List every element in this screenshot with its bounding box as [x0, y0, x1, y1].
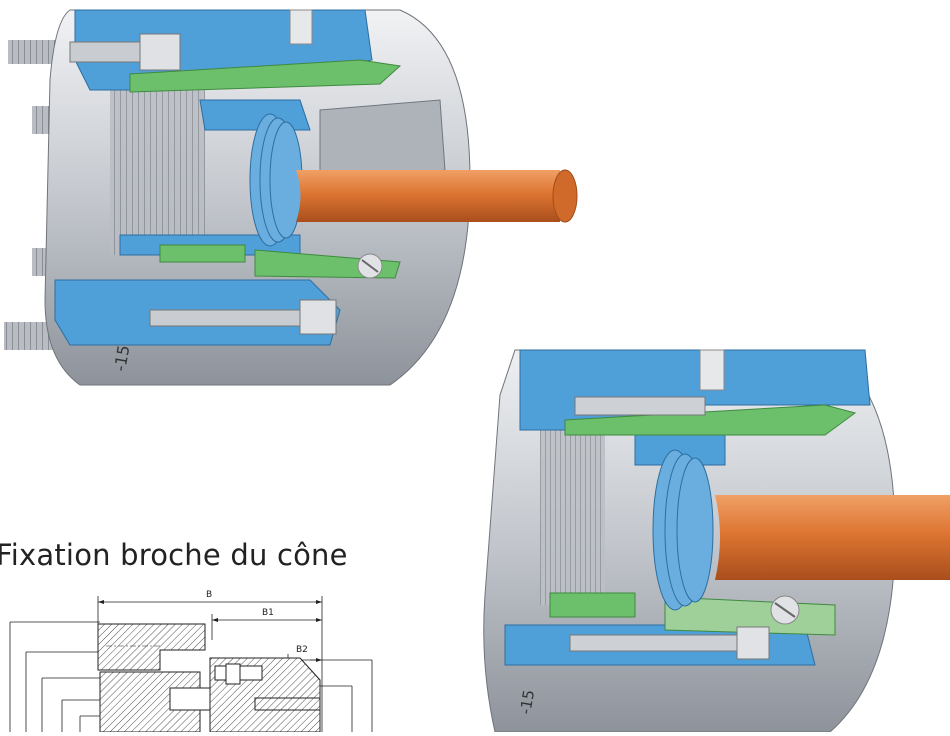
- chuck-cutaway-render-bottom: -15: [475, 335, 950, 732]
- spring-stack: [652, 449, 714, 611]
- dimension-label-b: B: [206, 590, 212, 600]
- socket-screw: [569, 349, 770, 660]
- chuck-cutaway-render-top: -15: [0, 0, 600, 395]
- socket-screw: [69, 9, 337, 335]
- threaded-ring: [540, 405, 605, 605]
- dimension-label-b1: B1: [262, 608, 274, 618]
- spring-stack: [249, 113, 303, 247]
- part-marking: -15: [110, 344, 133, 373]
- section-heading: Fixation broche du cône: [0, 538, 348, 572]
- part-marking: -15: [516, 688, 538, 715]
- spindle-bar: [296, 169, 578, 223]
- seal-section: [549, 404, 857, 636]
- cross-section-hatch: [97, 623, 321, 733]
- technical-drawing: B B1 B2: [0, 580, 400, 733]
- dimension-label-b2: B2: [296, 645, 308, 655]
- threaded-ring: [110, 80, 205, 255]
- spindle-bar: [715, 495, 950, 580]
